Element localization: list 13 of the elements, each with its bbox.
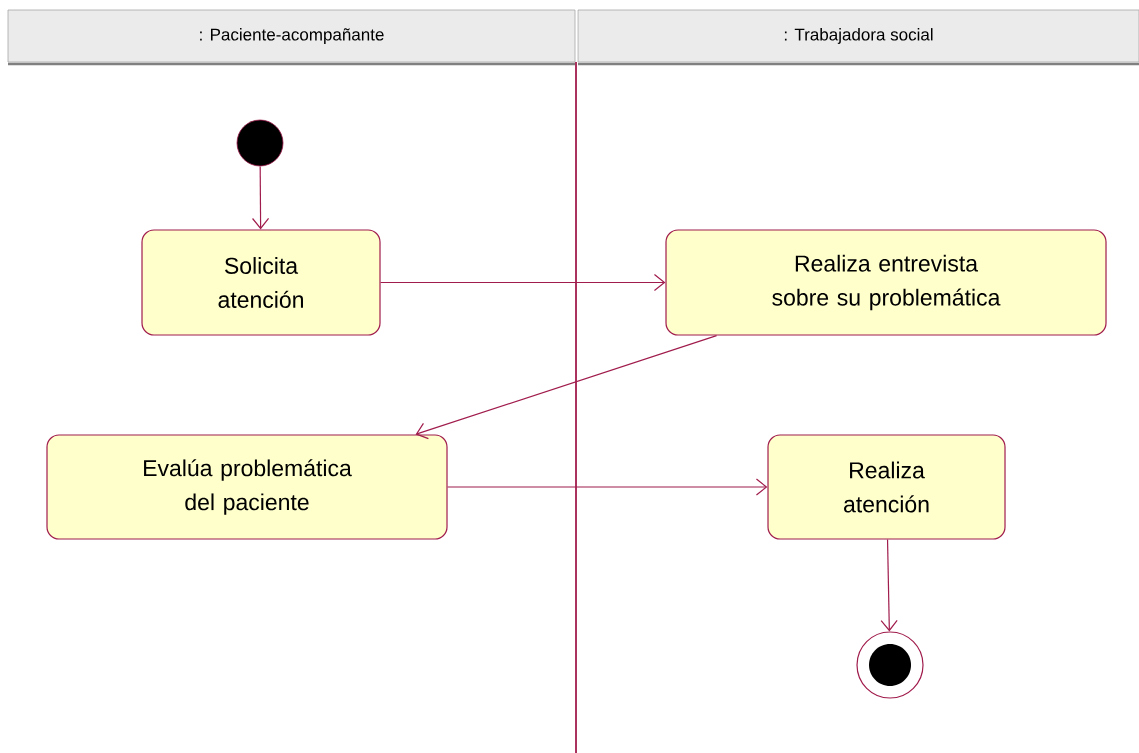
activity-box: Realiza atención	[767, 434, 1006, 540]
activity-box: Solicita atención	[141, 229, 381, 336]
activity-box: Realiza entrevista sobre su problemática	[665, 229, 1107, 336]
end-bullseye	[856, 631, 924, 699]
arrow	[447, 478, 768, 496]
arrow	[880, 539, 898, 632]
activity-box: Evalúa problemática del paciente	[46, 434, 448, 540]
lane-header: : Trabajadora social	[577, 9, 1139, 63]
arrow	[380, 273, 666, 292]
arrow	[415, 335, 718, 440]
lane-header: : Paciente-acompañante	[7, 9, 576, 63]
start-dot	[236, 119, 284, 167]
arrow	[251, 165, 270, 230]
